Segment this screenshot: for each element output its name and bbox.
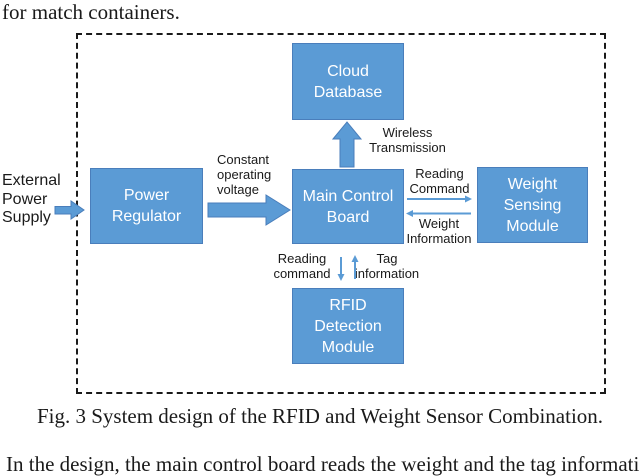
block-weight-sensing-module: Weight Sensing Module <box>477 167 588 243</box>
tag-information-label: Tag information <box>354 251 420 281</box>
wireless-transmission-label: Wireless Transmission <box>369 125 446 155</box>
block-rfid-detection-module: RFID Detection Module <box>292 288 404 364</box>
weight-information-label: Weight Information <box>406 216 472 246</box>
block-power-regulator: Power Regulator <box>90 168 203 244</box>
figure-caption: Fig. 3 System design of the RFID and Wei… <box>36 404 604 428</box>
block-cloud-database: Cloud Database <box>292 43 404 120</box>
block-main-control-board: Main Control Board <box>292 169 404 244</box>
reading-command-rfid-label: Reading command <box>273 251 331 281</box>
body-text-above: for match containers. <box>2 0 180 24</box>
external-power-supply-label: External Power Supply <box>2 172 61 226</box>
constant-operating-voltage-label: Constant operating voltage <box>217 152 272 197</box>
reading-command-weight-label: Reading Command <box>409 166 470 196</box>
body-text-below-clipped: In the design, the main control board re… <box>6 452 640 476</box>
